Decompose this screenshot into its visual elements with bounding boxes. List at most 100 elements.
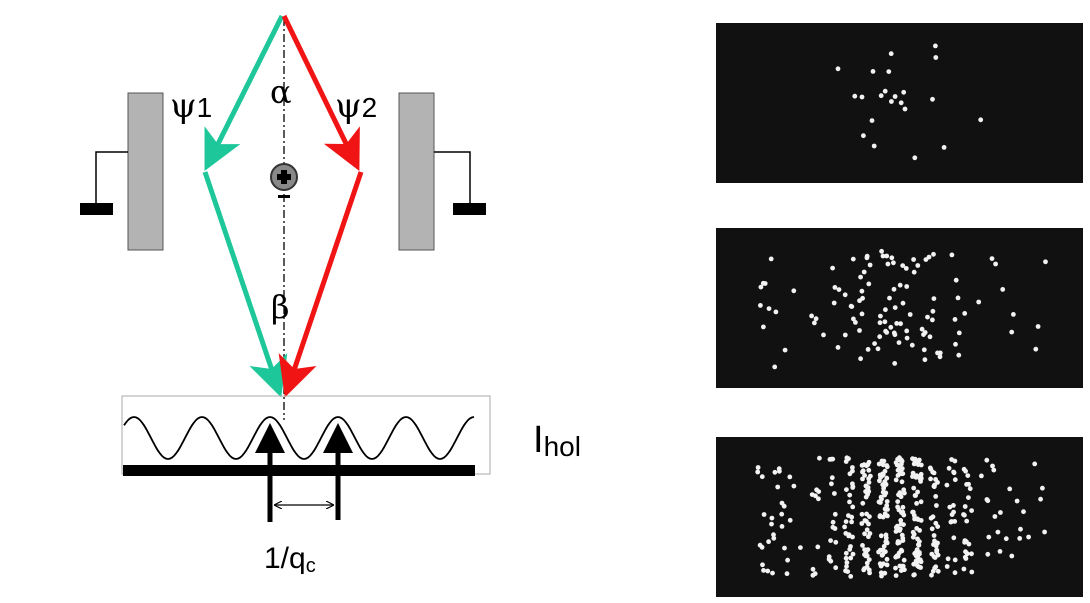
electron-hit-dot: [876, 461, 882, 467]
electron-hit-dot: [829, 475, 835, 481]
electron-hit-dot: [897, 528, 902, 533]
electron-hit-dot: [817, 455, 822, 461]
electron-hit-dot: [1009, 329, 1015, 335]
electron-hit-dot: [913, 558, 919, 564]
electron-hit-dot: [885, 261, 891, 267]
electron-hit-dot: [952, 557, 958, 563]
electron-hit-dot: [931, 484, 937, 490]
electron-hit-dot: [866, 281, 872, 287]
electron-hit-dot: [896, 507, 902, 513]
intensity-label: Ihol: [533, 419, 581, 462]
electron-hit-dot: [904, 284, 910, 289]
electron-hit-dot: [918, 479, 923, 484]
electron-hit-dot: [798, 545, 803, 550]
electron-hit-dot: [809, 313, 814, 319]
electron-hit-dot: [927, 334, 933, 340]
electron-hit-dot: [892, 305, 898, 310]
electron-hit-dot: [984, 497, 990, 502]
electron-hit-dot: [922, 357, 928, 363]
electron-hit-dot: [844, 487, 849, 492]
electron-hit-dot: [1007, 486, 1013, 492]
electron-hit-dot: [861, 133, 866, 139]
electron-hit-dot: [969, 508, 974, 513]
electron-hit-dot: [869, 118, 875, 123]
electron-hit-dot: [925, 314, 930, 320]
electron-hit-dot: [865, 485, 870, 491]
electron-hit-dot: [893, 565, 898, 571]
electron-hit-dot: [918, 499, 924, 505]
electron-hit-dot: [1042, 529, 1047, 535]
electron-hit-dot: [884, 499, 890, 504]
electron-hit-dot: [914, 547, 920, 552]
electron-hit-dot: [1018, 526, 1023, 532]
electron-hit-dot: [918, 518, 924, 523]
electron-hit-dot: [866, 459, 872, 465]
electron-hit-dot: [779, 524, 785, 529]
electron-hit-dot: [844, 560, 850, 565]
electron-hit-dot: [885, 507, 890, 512]
electron-hit-dot: [779, 511, 785, 517]
electron-hit-dot: [910, 470, 916, 476]
electron-hit-dot: [965, 473, 971, 478]
electron-hit-dot: [929, 572, 934, 578]
electron-hit-dot: [955, 295, 961, 301]
electron-hit-dot: [895, 473, 901, 478]
electron-hit-dot: [755, 465, 761, 470]
electron-hit-dot: [934, 549, 939, 555]
right-ground-wire: [434, 151, 471, 207]
electron-hit-dot: [1011, 312, 1016, 317]
electron-hit-dot: [913, 474, 919, 480]
electron-hit-dot: [883, 532, 889, 538]
electron-hit-dot: [953, 341, 958, 347]
psi2-upper-arrow: [281, 14, 360, 171]
electron-hit-dot: [884, 330, 890, 335]
electron-hit-dot: [1035, 324, 1041, 329]
electron-hit-dot: [893, 477, 899, 483]
electron-hit-dot: [935, 480, 940, 485]
electron-hit-dot: [914, 526, 920, 531]
electron-hit-dot: [859, 94, 865, 100]
electron-hit-dot: [985, 551, 991, 557]
electron-hit-dot: [989, 256, 995, 261]
electron-hit-dot: [930, 514, 936, 520]
interference-screen-box: [121, 395, 491, 475]
electron-hit-dot: [894, 321, 900, 326]
electron-hit-dot: [1043, 259, 1048, 265]
electron-hit-dot: [884, 562, 890, 568]
electron-hit-dot: [766, 539, 771, 545]
electron-hit-dot: [934, 503, 939, 508]
electron-hit-dot: [769, 515, 775, 521]
electron-hit-dot: [935, 350, 940, 356]
electron-hit-dot: [894, 553, 900, 559]
electron-hit-dot: [915, 462, 921, 467]
electron-hit-dot: [978, 117, 984, 123]
electron-hit-dot: [813, 493, 818, 499]
electron-hit-dot: [813, 316, 819, 322]
electron-hit-dot: [765, 568, 771, 574]
electron-hit-dot: [986, 534, 992, 540]
electron-hit-dot: [952, 570, 958, 576]
electron-hit-dot: [770, 570, 775, 576]
electron-hit-dot: [961, 566, 967, 572]
electron-hit-dot: [884, 503, 890, 508]
electron-hit-dot: [879, 248, 884, 254]
electron-hit-dot: [882, 88, 888, 94]
electron-hit-dot: [991, 467, 997, 473]
electron-hit-dot: [891, 260, 896, 266]
electron-hit-dot: [935, 524, 941, 529]
electron-hit-dot: [900, 504, 906, 510]
electron-hit-dot: [966, 495, 971, 500]
detector-image-medium-count: [716, 228, 1083, 388]
electron-hit-dot: [848, 303, 854, 309]
period-label: 1/qc: [264, 542, 316, 577]
electron-hit-dot: [962, 504, 968, 509]
psi2-lower-arrow: [278, 171, 364, 398]
electron-hit-dot: [976, 299, 982, 305]
electron-hit-dot: [923, 257, 929, 262]
electron-hit-dot: [850, 465, 855, 470]
electron-hit-dot: [916, 542, 922, 548]
electron-hit-dot: [881, 484, 887, 489]
electron-hit-dot: [878, 93, 884, 99]
electron-hit-dot: [833, 539, 839, 545]
electron-hit-dot: [901, 89, 907, 95]
